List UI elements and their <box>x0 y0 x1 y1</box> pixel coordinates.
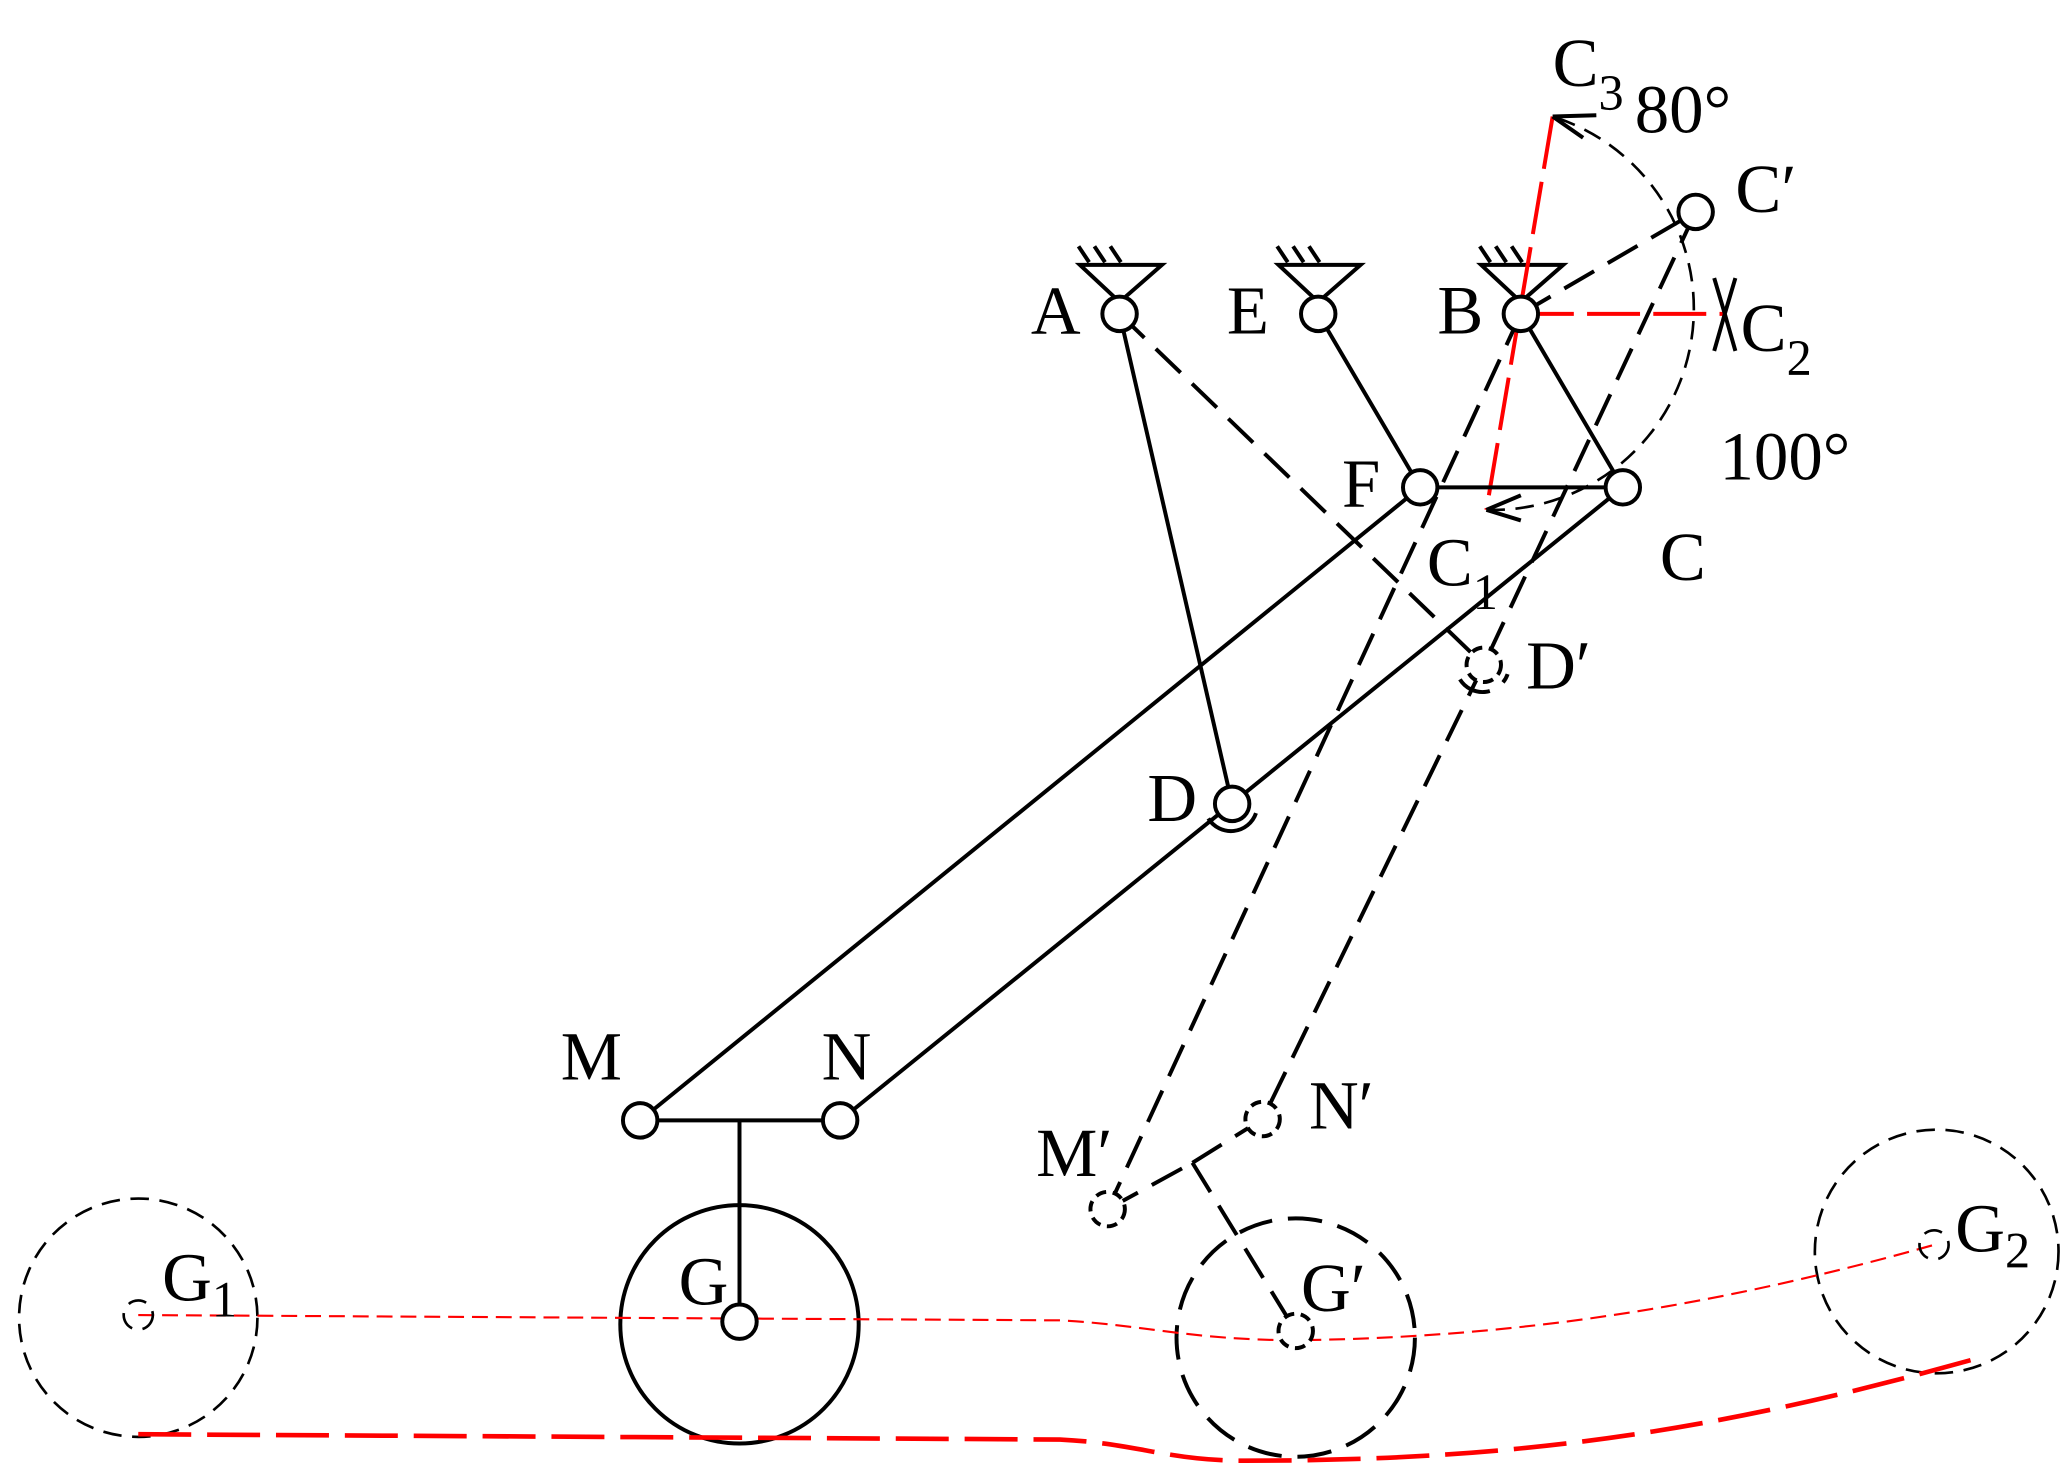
joint-n-prime <box>1243 1099 1282 1139</box>
joint-g2 <box>1918 1228 1950 1261</box>
joint-b <box>1501 294 1541 334</box>
label-g: G <box>679 1243 729 1319</box>
label-g1: G1 <box>162 1239 237 1327</box>
joint-c-prime <box>1676 192 1715 232</box>
label-e: E <box>1227 273 1269 349</box>
joint-d-prime <box>1458 645 1510 694</box>
wheel-ground-trajectory <box>138 1355 1982 1464</box>
wheel-center-trajectory <box>138 1243 1935 1342</box>
label-c3: C3 <box>1553 25 1624 121</box>
joint-c <box>1603 468 1643 507</box>
label-b: B <box>1437 273 1483 349</box>
label-d: D <box>1147 760 1197 836</box>
wheel-g1 <box>17 1197 259 1439</box>
joint-a <box>1100 294 1139 334</box>
label-g2: G2 <box>1955 1190 2030 1278</box>
wheel-g2 <box>1813 1128 2060 1375</box>
label-m-prime: M′ <box>1036 1115 1112 1191</box>
arrow-c3 <box>1551 113 1597 140</box>
arrow-c1 <box>1485 493 1522 523</box>
angle-80: 80° <box>1635 71 1731 147</box>
label-c1: C1 <box>1427 524 1498 620</box>
ground-support-a <box>1074 245 1168 305</box>
ground-support-e <box>1273 245 1366 305</box>
joint-g <box>720 1302 759 1341</box>
angle-100: 100° <box>1720 418 1851 494</box>
joint-g1 <box>122 1299 155 1331</box>
label-f: F <box>1342 446 1380 522</box>
joint-e <box>1299 294 1338 334</box>
rotation-arc <box>1486 115 1696 512</box>
solid-linkage <box>638 312 1625 1322</box>
joint-g-prime <box>1276 1311 1315 1351</box>
label-n-prime: N′ <box>1309 1067 1374 1143</box>
joint-n <box>820 1101 860 1140</box>
label-c2: C2 <box>1741 290 1812 386</box>
label-c-prime: C′ <box>1735 151 1796 227</box>
label-n: N <box>822 1018 872 1094</box>
joint-m-prime <box>1088 1189 1127 1229</box>
joint-f <box>1401 468 1440 507</box>
wheel-g-prime <box>1174 1216 1417 1459</box>
label-g-prime: G′ <box>1301 1250 1366 1326</box>
joint-m <box>620 1101 660 1140</box>
label-d-prime: D′ <box>1526 628 1591 704</box>
label-c: C <box>1660 519 1706 595</box>
ground-support-b <box>1476 245 1569 305</box>
label-a: A <box>1031 273 1081 349</box>
arrow-c2 <box>1712 277 1738 352</box>
joint-d <box>1206 784 1258 834</box>
label-m: M <box>561 1018 622 1094</box>
